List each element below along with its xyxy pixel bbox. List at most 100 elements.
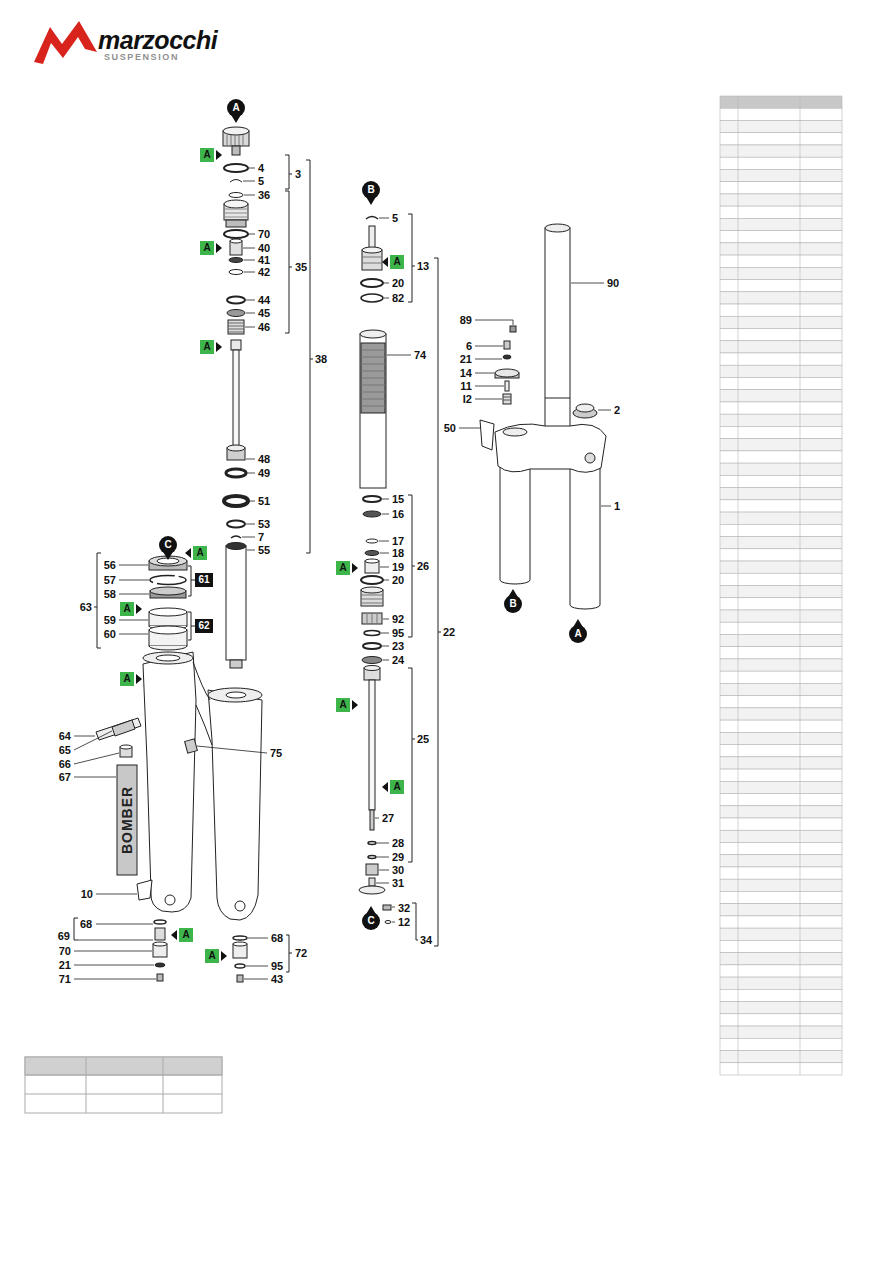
callout-number: 36 (258, 189, 270, 202)
marker-text: A (339, 699, 346, 711)
decal-text: BOMBER (119, 786, 135, 854)
view-pin: A (227, 99, 245, 117)
callout-number: 14 (460, 367, 472, 380)
callout-number: 30 (392, 864, 404, 877)
callout-number: 21 (460, 353, 472, 366)
callout-number: 21 (59, 959, 71, 972)
marker-text: A (574, 628, 581, 640)
callout-number: 59 (104, 614, 116, 627)
callout-number: 75 (270, 747, 282, 760)
callout-number: 1 (614, 500, 620, 513)
marker-text: A (393, 781, 400, 793)
callout-number: 10 (81, 888, 93, 901)
callout-number: 23 (392, 640, 404, 653)
callout-number: 58 (104, 588, 116, 601)
reference-marker: A (205, 949, 219, 963)
marker-text: A (232, 102, 239, 114)
callout-number: 57 (104, 574, 116, 587)
callout-number: 63 (80, 601, 92, 614)
leader-lines (74, 168, 611, 979)
callout-number: 16 (392, 508, 404, 521)
callout-number: 34 (420, 934, 432, 947)
marker-text: A (182, 929, 189, 941)
callout-number: 45 (258, 307, 270, 320)
view-pin: B (504, 595, 522, 613)
view-pin: C (159, 536, 177, 554)
callout-number: 38 (315, 353, 327, 366)
group-tag: 62 (195, 619, 213, 633)
callout-number: 71 (59, 973, 71, 986)
callout-number: 32 (398, 902, 410, 915)
callout-number: 60 (104, 628, 116, 641)
view-pin: B (362, 181, 380, 199)
logo-text: marzocchi (98, 26, 217, 54)
reference-marker: A (200, 148, 214, 162)
logo-mark (34, 21, 97, 64)
callout-number: 25 (417, 733, 429, 746)
callout-number: 68 (80, 918, 92, 931)
callout-number: 53 (258, 518, 270, 531)
parts-table (720, 96, 842, 1075)
callout-number: 43 (271, 973, 283, 986)
small-table (25, 1057, 222, 1113)
marker-text: A (393, 256, 400, 268)
callout-number: 18 (392, 547, 404, 560)
marker-text: A (208, 950, 215, 962)
callout-number: 15 (392, 493, 404, 506)
callout-number: 7 (258, 531, 264, 544)
marker-text: A (203, 149, 210, 161)
callout-number: 11 (460, 380, 472, 393)
callout-number: 65 (59, 744, 71, 757)
reference-marker: A (336, 561, 350, 575)
callout-number: 49 (258, 467, 270, 480)
reference-marker: A (200, 241, 214, 255)
callout-number: 17 (392, 535, 404, 548)
reference-marker: A (120, 672, 134, 686)
callout-number: 74 (414, 349, 426, 362)
callout-number: 5 (258, 175, 264, 188)
fork-parts (96, 127, 606, 982)
callout-number: 44 (258, 294, 270, 307)
callout-number: 67 (59, 771, 71, 784)
callout-number: 2 (614, 404, 620, 417)
callout-number: 70 (59, 945, 71, 958)
callout-number: 31 (392, 877, 404, 890)
callout-number: 6 (466, 340, 472, 353)
marker-text: A (203, 341, 210, 353)
marker-text: 61 (198, 574, 209, 586)
callout-number: 50 (444, 422, 456, 435)
callout-number: 42 (258, 266, 270, 279)
callout-number: 55 (258, 544, 270, 557)
callout-number: 64 (59, 730, 71, 743)
reference-marker: A (336, 698, 350, 712)
table-column-line (738, 96, 800, 1075)
callout-number: 92 (392, 613, 404, 626)
reference-marker: A (390, 255, 404, 269)
callout-number: 56 (104, 559, 116, 572)
callout-number: 19 (392, 561, 404, 574)
marker-text: 62 (198, 620, 209, 632)
callout-number: 13 (417, 260, 429, 273)
reference-marker: A (390, 780, 404, 794)
callout-number: 40 (258, 242, 270, 255)
callout-number: 26 (417, 560, 429, 573)
callout-number: 29 (392, 851, 404, 864)
callout-number: 5 (392, 212, 398, 225)
marker-text: A (123, 603, 130, 615)
callout-number: 20 (392, 574, 404, 587)
group-brackets (74, 155, 441, 972)
marker-text: B (367, 184, 374, 196)
callout-number: 41 (258, 254, 270, 267)
callout-number: 48 (258, 453, 270, 466)
callout-number: 3 (295, 168, 301, 181)
callout-number: 22 (443, 626, 455, 639)
marker-text: B (509, 598, 516, 610)
callout-number: 35 (295, 261, 307, 274)
callout-number: 12 (398, 916, 410, 929)
callout-number: 95 (271, 960, 283, 973)
marker-text: C (164, 539, 171, 551)
callout-number: 28 (392, 837, 404, 850)
callout-number: 82 (392, 292, 404, 305)
view-pin: A (569, 625, 587, 643)
callout-number: 24 (392, 654, 404, 667)
